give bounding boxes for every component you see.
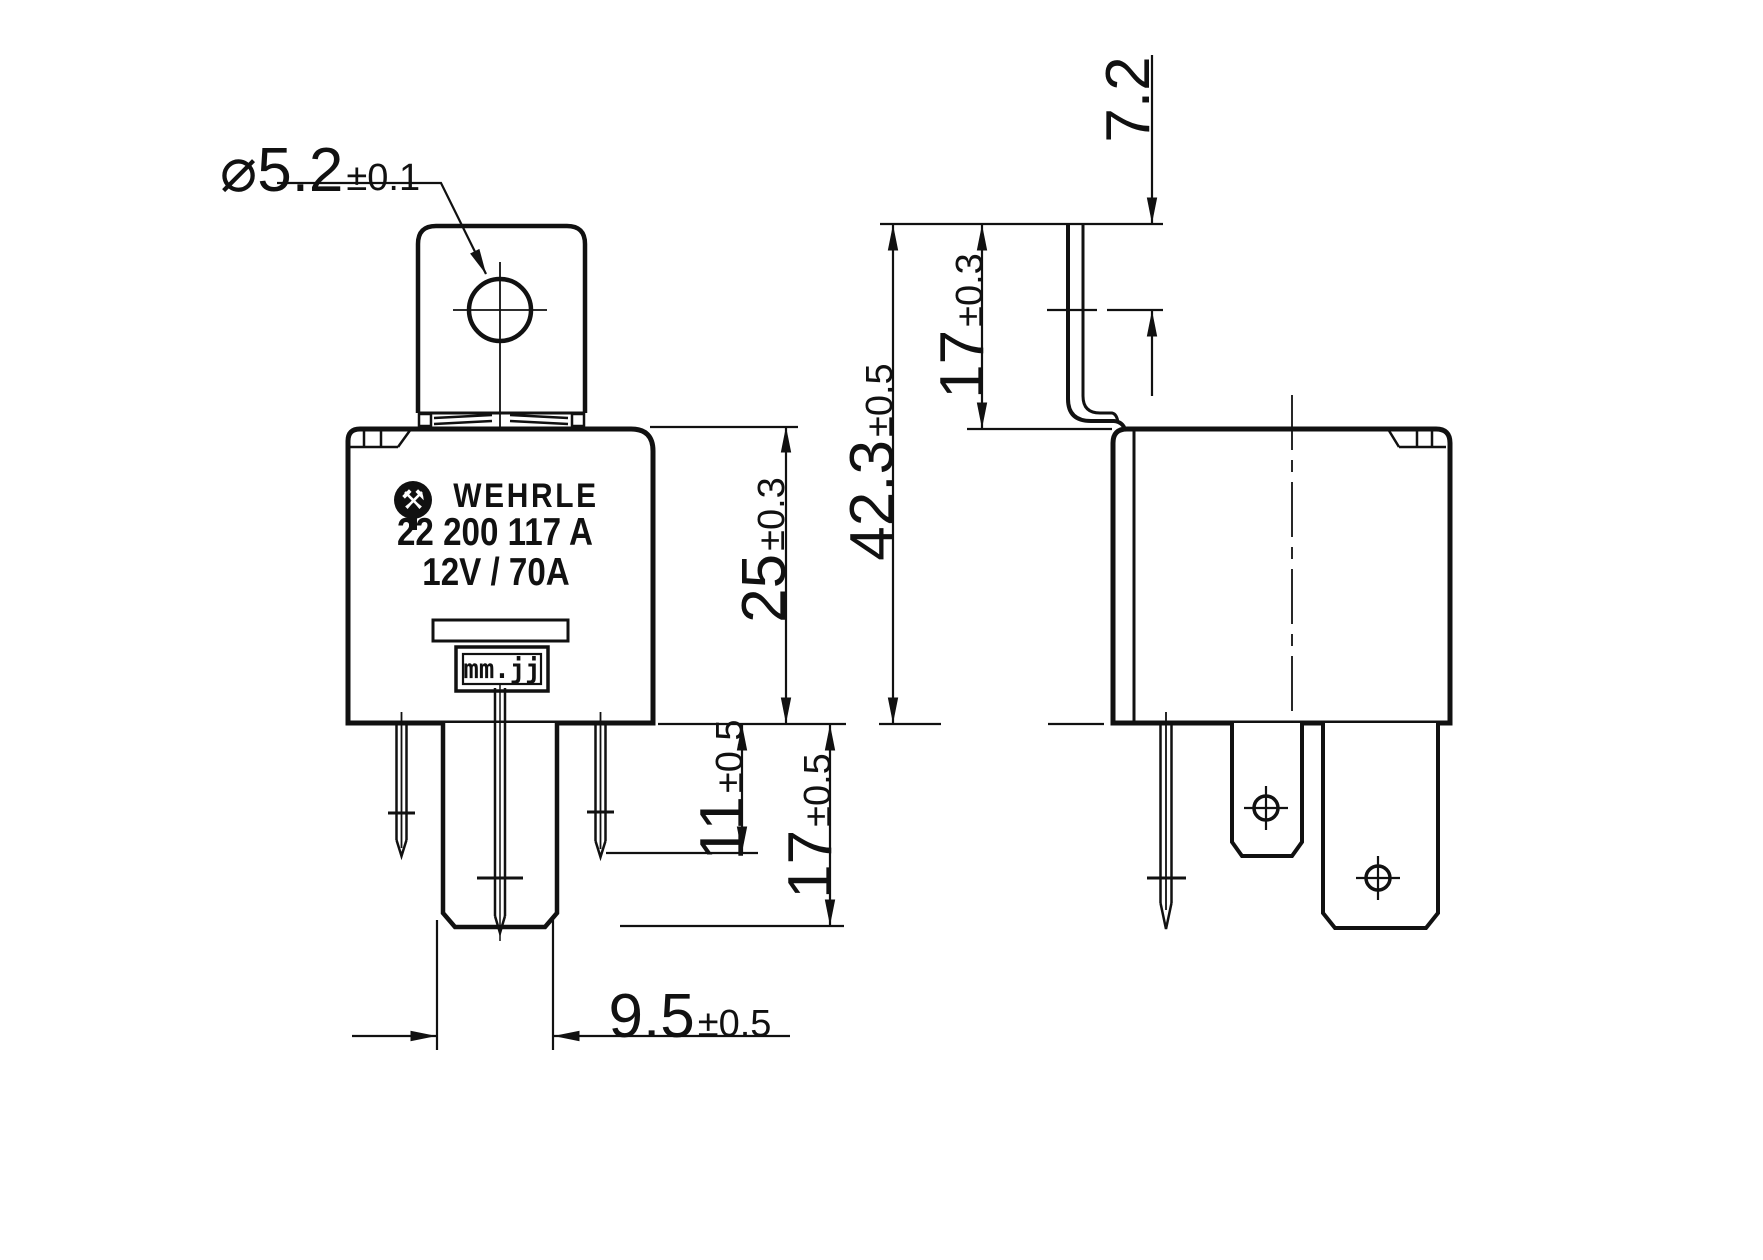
- dim-long-pin-length: 17 ±0.5: [749, 656, 846, 996]
- side-view: [1047, 224, 1453, 930]
- part-number: 22 200 117 A: [396, 511, 594, 554]
- dim-tolerance: ±0.5: [697, 1003, 772, 1045]
- dim-hole-center-offset: 7.2: [1067, 0, 1164, 268]
- dim-tolerance: ±0.5: [709, 719, 751, 794]
- voltage-current-rating: 12V / 70A: [422, 551, 570, 594]
- date-code-stamp: mm.jj: [463, 653, 541, 685]
- mounting-bracket-side: [1047, 224, 1127, 431]
- dim-tolerance: ±0.3: [949, 253, 991, 327]
- dim-bracket-to-body: 17 ±0.3: [901, 156, 998, 496]
- relay-body-side: [1110, 395, 1453, 750]
- dim-value: 11: [688, 796, 758, 861]
- dim-short-pin-length: 11 ±0.5: [661, 620, 758, 960]
- dim-overall-height: 42.3 ±0.5: [811, 292, 908, 632]
- dim-value: 17: [928, 329, 998, 399]
- wehrle-logo-stem: [409, 515, 417, 530]
- dim-tolerance: ±0.1: [346, 157, 421, 199]
- side-pin-middle: [1230, 723, 1304, 858]
- wehrle-logo-icon: ⚒: [394, 481, 432, 519]
- dim-tolerance: ±0.5: [797, 753, 839, 827]
- hammer-pick-icon: ⚒: [400, 484, 426, 516]
- dim-tolerance: ±0.3: [751, 477, 793, 551]
- dim-value: 17: [776, 829, 846, 899]
- dim-value: 42.3: [838, 440, 908, 561]
- side-pin-thin: [1147, 712, 1186, 930]
- mounting-hole: [453, 262, 547, 441]
- brand-name: WEHRLE: [453, 476, 599, 515]
- dim-value: 25: [730, 553, 800, 623]
- dim-value: ⌀5.2: [219, 136, 344, 206]
- dim-tolerance: ±0.5: [859, 363, 901, 438]
- dimension-lines: [277, 55, 1163, 1050]
- front-pin-left: [388, 712, 415, 861]
- dim-value: 7.2: [1094, 56, 1164, 143]
- side-pin-wide: [1321, 723, 1440, 930]
- front-pin-center: [440, 683, 560, 941]
- dim-center-pin-width: 9.5 ±0.5: [520, 955, 860, 1052]
- dim-hole-diameter: ⌀5.2 ±0.1: [150, 109, 490, 206]
- leader-line-hole-diameter: [277, 181, 487, 275]
- front-pin-right: [587, 712, 614, 862]
- dim-value: 9.5: [608, 982, 695, 1052]
- label-window: [431, 618, 570, 643]
